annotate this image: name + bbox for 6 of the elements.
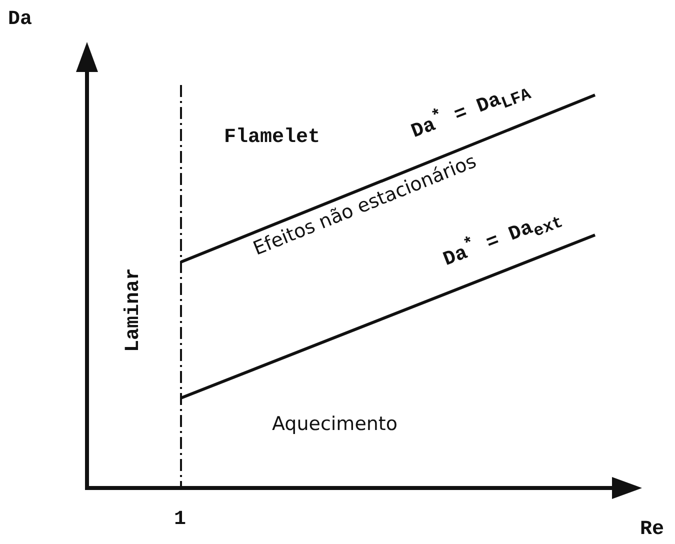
axis-label: Re <box>640 520 664 540</box>
axis-label: Da <box>8 10 32 30</box>
region-label: Aquecimento <box>272 415 398 434</box>
tick-label: 1 <box>174 510 186 530</box>
region-label: Flamelet <box>224 128 320 148</box>
region-label: Laminar <box>124 268 144 352</box>
